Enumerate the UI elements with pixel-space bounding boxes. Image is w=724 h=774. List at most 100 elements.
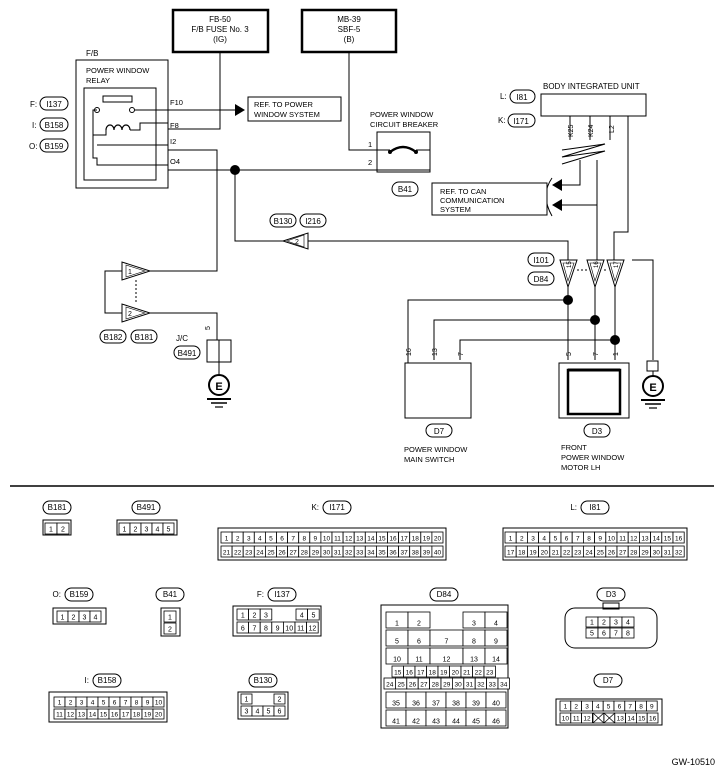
svg-text:25: 25 <box>397 682 405 689</box>
connector-label-b158: I:B158 <box>85 673 122 688</box>
pin-cell-i81-22: 22 <box>560 545 573 558</box>
main-switch-d7: 16 13 7 D7 POWER WINDOW MAIN SWITCH <box>404 348 472 464</box>
svg-text:15: 15 <box>100 712 108 719</box>
svg-text:16: 16 <box>649 716 657 723</box>
svg-text:44: 44 <box>452 719 460 726</box>
svg-text:I:: I: <box>32 121 36 130</box>
svg-text:5: 5 <box>554 536 558 543</box>
svg-text:13: 13 <box>617 716 625 723</box>
svg-text:14: 14 <box>627 716 635 723</box>
pin-cell-d84-16: 16 <box>403 665 416 678</box>
connector-label-d3: D3 <box>596 587 626 602</box>
svg-text:36: 36 <box>389 550 397 557</box>
pin-cell-b158-13: 13 <box>75 708 88 720</box>
pin-cell-d84-22: 22 <box>472 665 485 678</box>
pin-cell-i137-9: 9 <box>271 621 284 634</box>
left-ground-wires <box>104 270 218 340</box>
svg-text:21: 21 <box>223 550 231 557</box>
svg-text:30: 30 <box>323 550 331 557</box>
pin-cell-d7-15: 15 <box>636 712 648 724</box>
svg-text:33: 33 <box>356 550 364 557</box>
pin-cell-i171-19: 19 <box>420 531 433 544</box>
pin-cell-d7-5: 5 <box>602 700 615 712</box>
svg-text:15: 15 <box>394 670 402 677</box>
svg-text:35: 35 <box>392 701 400 708</box>
svg-text:3: 3 <box>245 709 249 716</box>
pin-cell-d84-32: 32 <box>474 677 488 690</box>
pin-cell-i81-18: 18 <box>515 545 528 558</box>
pin-cell-i81-9: 9 <box>594 531 607 544</box>
pin-cell-d84-40: 40 <box>485 691 507 709</box>
svg-text:2: 2 <box>252 613 256 620</box>
svg-text:2: 2 <box>69 700 73 707</box>
svg-text:1: 1 <box>241 613 245 620</box>
pin-cell-d84-9: 9 <box>484 629 508 647</box>
pin-cell-i137-8: 8 <box>259 621 273 634</box>
footer-code: GW-10510 <box>672 757 715 767</box>
biu-wires <box>561 116 629 260</box>
pin-cell-i171-9: 9 <box>309 531 322 544</box>
pin-cell-d7-empty-1 <box>603 712 616 724</box>
svg-text:42: 42 <box>412 719 420 726</box>
svg-text:B181: B181 <box>135 333 154 342</box>
svg-text:26: 26 <box>409 682 417 689</box>
svg-text:9: 9 <box>146 700 150 707</box>
svg-text:5: 5 <box>267 709 271 716</box>
pin-cell-i81-16: 16 <box>672 531 685 544</box>
pin-cell-i81-2: 2 <box>515 531 528 544</box>
pin-cell-i171-22: 22 <box>231 545 244 558</box>
pin-cell-i81-20: 20 <box>538 545 551 558</box>
svg-text:11: 11 <box>619 536 626 543</box>
svg-text:7: 7 <box>576 536 580 543</box>
arrow-to-can-2 <box>552 199 562 211</box>
pin-cell-i171-14: 14 <box>364 531 377 544</box>
svg-text:L2: L2 <box>609 125 616 133</box>
svg-text:POWER WINDOW: POWER WINDOW <box>370 110 434 119</box>
svg-text:13: 13 <box>78 712 86 719</box>
pin-cell-b158-11: 11 <box>53 708 66 720</box>
svg-text:SBF-5: SBF-5 <box>338 25 361 34</box>
pin-cell-i81-21: 21 <box>549 545 562 558</box>
pin-cell-i171-39: 39 <box>420 545 433 558</box>
svg-text:1: 1 <box>368 140 372 149</box>
pin-cell-d84-36: 36 <box>405 691 427 709</box>
pin-cell-i81-3: 3 <box>527 531 540 544</box>
svg-text:F/B FUSE No. 3: F/B FUSE No. 3 <box>191 25 249 34</box>
svg-text:I2: I2 <box>170 137 176 146</box>
svg-text:5: 5 <box>167 527 171 534</box>
splice-d84-3 <box>610 335 620 345</box>
svg-text:11: 11 <box>56 712 63 719</box>
connector-label-b491: B491 <box>131 500 161 515</box>
pin-cell-i81-26: 26 <box>605 545 618 558</box>
pin-cell-i171-33: 33 <box>353 545 366 558</box>
ground-left: E <box>207 374 231 408</box>
svg-text:10: 10 <box>393 657 401 664</box>
svg-text:39: 39 <box>423 550 431 557</box>
pin-cell-d3-6: 6 <box>597 627 611 639</box>
svg-text:5: 5 <box>566 352 573 356</box>
svg-text:3: 3 <box>83 615 87 622</box>
pin-cell-i171-11: 11 <box>331 531 344 544</box>
svg-text:POWER WINDOW: POWER WINDOW <box>561 453 625 462</box>
fuse-box-fb50: FB-50 F/B FUSE No. 3 (IG) <box>171 8 270 54</box>
pin-cell-d84-24: 24 <box>383 677 396 690</box>
svg-text:24: 24 <box>585 550 593 557</box>
svg-text:SYSTEM: SYSTEM <box>440 205 471 214</box>
pin-cell-i171-15: 15 <box>375 531 388 544</box>
svg-text:15: 15 <box>638 716 646 723</box>
pin-cell-b158-2: 2 <box>64 696 77 708</box>
svg-text:20: 20 <box>452 670 460 677</box>
svg-text:B41: B41 <box>163 590 178 599</box>
connector-label-b41: B41 <box>155 587 185 602</box>
pin-cell-d84-41: 41 <box>385 709 407 727</box>
svg-text:20: 20 <box>434 536 442 543</box>
pin-cell-d84-34: 34 <box>497 677 510 690</box>
svg-text:8: 8 <box>639 704 643 711</box>
pin-cell-i171-26: 26 <box>276 545 289 558</box>
svg-text:12: 12 <box>345 536 353 543</box>
svg-text:FB-50: FB-50 <box>209 15 231 24</box>
jc-b491: J/C 5 B491 <box>173 326 232 374</box>
svg-text:10: 10 <box>562 716 570 723</box>
pin-cell-i171-27: 27 <box>287 545 300 558</box>
pin-cell-d7-4: 4 <box>592 700 604 712</box>
